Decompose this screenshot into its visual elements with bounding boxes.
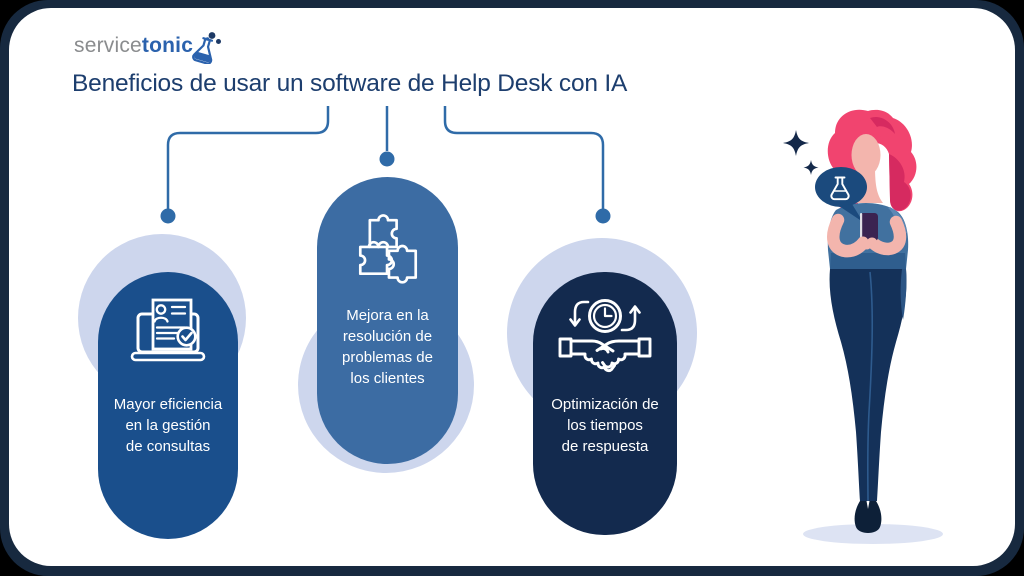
shoe xyxy=(854,501,882,533)
benefit-line: en la gestión xyxy=(125,417,211,434)
connector-dot-left xyxy=(160,208,176,224)
logo-text-service: service xyxy=(74,34,142,57)
flask-icon xyxy=(830,176,850,201)
page-title: Beneficios de usar un software de Help D… xyxy=(72,70,628,97)
woman-with-phone-illustration xyxy=(783,109,943,544)
shoe-notch xyxy=(866,501,870,509)
benefit-line: Optimización de xyxy=(551,396,659,413)
benefit-card-response-time: Optimización de los tiempos de respuesta xyxy=(533,272,677,535)
floor-shadow xyxy=(803,524,943,544)
benefit-line: Mejora en la xyxy=(346,307,429,324)
benefit-line: los tiempos xyxy=(567,417,643,434)
benefit-card-resolution: Mejora en la resolución de problemas de … xyxy=(317,177,458,464)
connector-dot-middle xyxy=(379,151,395,167)
benefit-line: resolución de xyxy=(342,328,433,345)
benefit-line: de respuesta xyxy=(561,438,649,455)
handshake-clock-icon xyxy=(558,299,652,373)
hair-shade-right xyxy=(889,154,911,211)
speech-bubble xyxy=(815,167,867,207)
benefit-card-resolution-text: Mejora en la resolución de problemas de … xyxy=(342,305,433,389)
connector-right xyxy=(443,106,605,209)
flask-icon xyxy=(192,32,222,64)
benefit-card-efficiency-text: Mayor eficiencia en la gestión de consul… xyxy=(114,394,222,457)
logo-text-tonic: tonic xyxy=(141,34,194,57)
laptop-document-check-icon xyxy=(130,298,206,362)
benefit-card-response-time-text: Optimización de los tiempos de respuesta xyxy=(551,394,659,457)
phone xyxy=(860,213,878,241)
benefit-card-efficiency: Mayor eficiencia en la gestión de consul… xyxy=(98,272,238,539)
benefit-line: de consultas xyxy=(125,438,211,455)
phone-edge-highlight xyxy=(860,213,863,241)
sparkle-icon xyxy=(803,160,819,175)
benefit-line: los clientes xyxy=(350,370,425,387)
puzzle-pieces-icon xyxy=(358,214,417,284)
benefit-line: problemas de xyxy=(342,349,433,366)
pants xyxy=(829,269,907,501)
connector-dot-right xyxy=(595,208,611,224)
hair-front-streak xyxy=(870,116,895,134)
pants-highlight xyxy=(900,269,907,320)
hand xyxy=(862,240,872,250)
pants-seam xyxy=(866,271,874,502)
benefit-line: Mayor eficiencia xyxy=(113,396,223,413)
face xyxy=(851,134,881,176)
sparkle-icon xyxy=(783,130,809,156)
speech-bubble-tail xyxy=(839,204,863,222)
connector-left xyxy=(166,106,330,209)
